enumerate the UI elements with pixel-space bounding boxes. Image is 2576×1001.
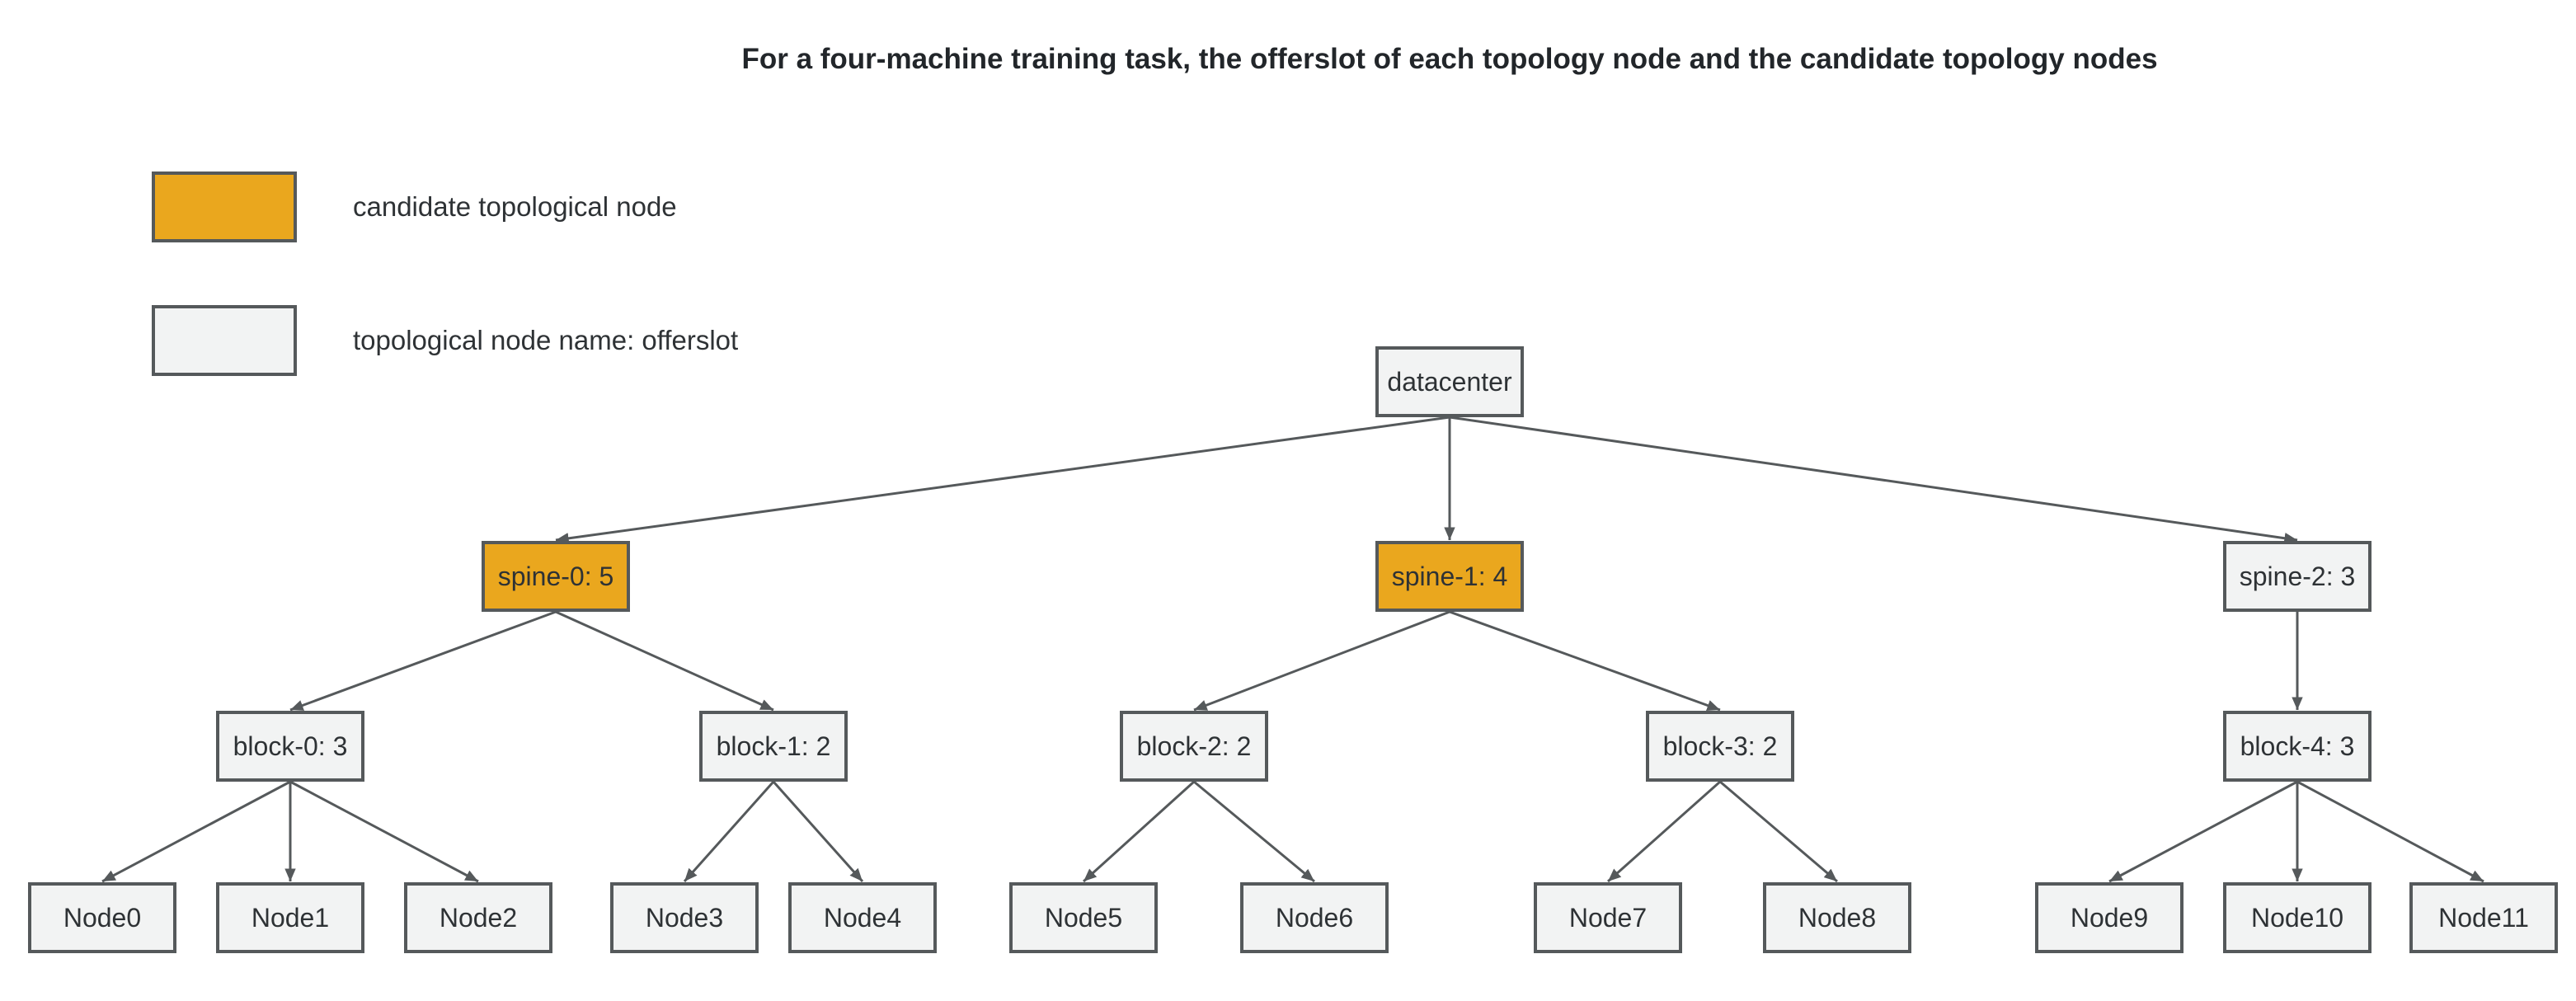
tree-node-spine-2: spine-2: 3 (2223, 541, 2372, 612)
legend-item-offerslot: topological node name: offerslot (152, 305, 738, 376)
edge-block-1-to-Node3 (683, 781, 775, 882)
tree-node-Node11: Node11 (2409, 882, 2558, 953)
tree-node-Node6: Node6 (1240, 882, 1389, 953)
tree-node-Node8: Node8 (1763, 882, 1911, 953)
tree-node-Node9: Node9 (2035, 882, 2183, 953)
plain-node-swatch (152, 305, 297, 376)
tree-node-Node1: Node1 (216, 882, 364, 953)
edge-block-0-to-Node0 (101, 780, 291, 883)
edge-block-2-to-Node5 (1082, 780, 1196, 883)
edge-block-4-to-Node11 (2296, 780, 2484, 883)
tree-node-block-2: block-2: 2 (1120, 711, 1268, 782)
tree-node-Node3: Node3 (610, 882, 759, 953)
legend-label-candidate: candidate topological node (353, 191, 677, 222)
legend-label-offerslot: topological node name: offerslot (353, 325, 739, 355)
edge-block-1-to-Node4 (772, 781, 864, 882)
tree-node-Node5: Node5 (1009, 882, 1158, 953)
candidate-node-swatch (152, 172, 297, 242)
edge-block-3-to-Node7 (1607, 780, 1721, 883)
edge-block-0-to-Node2 (289, 780, 479, 883)
edge-datacenter-to-spine-2 (1449, 416, 2298, 544)
legend-item-candidate: candidate topological node (152, 172, 738, 242)
edge-spine-1-to-block-2 (1193, 610, 1450, 712)
figure-title: For a four-machine training task, the of… (741, 43, 2158, 75)
edge-spine-1-to-block-3 (1449, 610, 1721, 712)
edge-spine-0-to-block-1 (555, 610, 774, 712)
tree-node-Node10: Node10 (2223, 882, 2372, 953)
edge-datacenter-to-spine-0 (555, 416, 1450, 544)
edge-block-4-to-Node9 (2108, 780, 2298, 883)
legend: candidate topological node topological n… (152, 172, 738, 376)
tree-node-block-0: block-0: 3 (216, 711, 364, 782)
tree-node-spine-1: spine-1: 4 (1375, 541, 1524, 612)
edge-block-2-to-Node6 (1193, 780, 1315, 883)
tree-node-Node0: Node0 (28, 882, 176, 953)
tree-node-Node4: Node4 (788, 882, 937, 953)
edge-spine-0-to-block-0 (289, 610, 557, 712)
tree-node-Node2: Node2 (404, 882, 552, 953)
tree-node-Node7: Node7 (1534, 882, 1682, 953)
tree-node-spine-0: spine-0: 5 (482, 541, 630, 612)
tree-node-block-4: block-4: 3 (2223, 711, 2372, 782)
edge-block-3-to-Node8 (1719, 780, 1838, 883)
tree-node-block-1: block-1: 2 (699, 711, 848, 782)
tree-node-block-3: block-3: 2 (1646, 711, 1794, 782)
tree-node-datacenter: datacenter (1375, 346, 1524, 417)
